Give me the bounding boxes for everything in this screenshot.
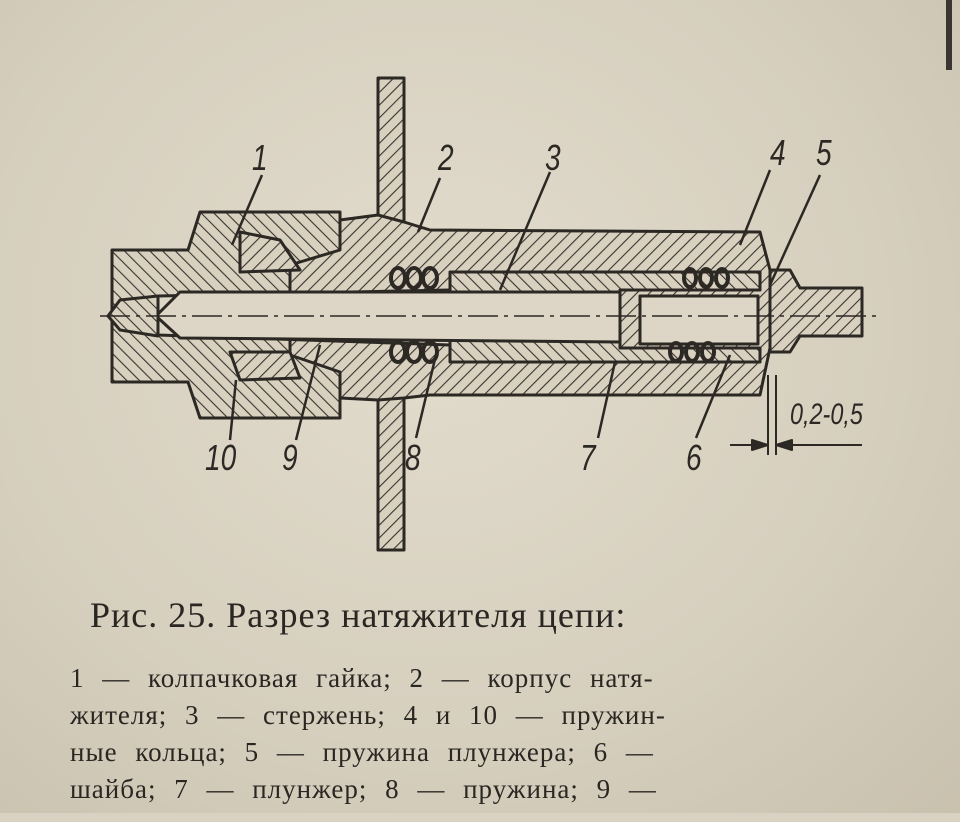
leader-lines [228,169,822,441]
part-label-4: 4 [770,132,786,173]
part-label-6: 6 [686,437,702,478]
part-label-10: 10 [205,437,237,478]
rod-tip [106,294,160,338]
collet-9 [228,230,302,382]
plunger-bore [638,294,760,346]
figure-caption-title: Рис. 25. Разрез натяжителя цепи: [90,595,627,635]
part-label-9: 9 [282,437,298,478]
part-label-7: 7 [580,437,596,478]
spring-5 [668,267,730,363]
caption-line: шайба; 7 — плунжер; 8 — пружина; 9 — [70,774,657,804]
spring-8 [389,266,439,364]
caption-line-cut: сухарь [70,808,920,822]
caption-line: ные кольца; 5 — пружина плунжера; 6 — [70,737,654,767]
dimension-callout [730,375,862,455]
dimension-label: 0,2-0,5 [790,398,863,431]
part-label-1: 1 [252,137,268,178]
part-label-3: 3 [545,137,561,178]
part-label-8: 8 [405,437,421,478]
rod [154,290,622,344]
page-edge-mark [946,0,952,70]
caption-line: жителя; 3 — стержень; 4 и 10 — пружин- [70,700,666,730]
caption-line: 1 — колпачковая гайка; 2 — корпус натя- [70,663,654,693]
end-plug [768,268,864,354]
figure-caption-body: 1 — колпачковая гайка; 2 — корпус натя- … [70,660,920,822]
part-label-2: 2 [438,137,454,178]
part-label-5: 5 [816,132,832,173]
chain-tensioner-section-drawing [100,76,880,552]
